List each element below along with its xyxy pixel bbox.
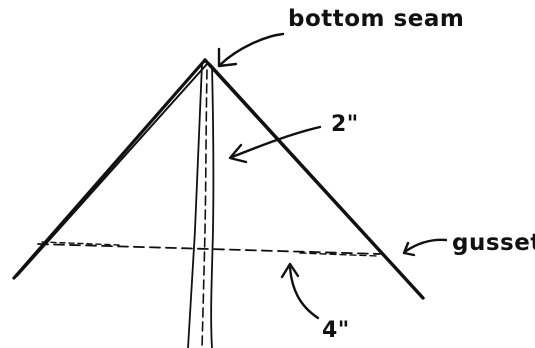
gusset-dashed-line-right-overlay — [299, 252, 379, 257]
seam-allowance-arrow-icon — [230, 125, 322, 159]
seam-strip-left-edge — [187, 63, 203, 348]
bottom-seam-arrow-icon — [219, 32, 285, 66]
bottom-seam-arrowhead — [217, 47, 238, 68]
seam-stitch-line — [201, 69, 208, 348]
gusset-width-arrow-icon — [288, 266, 320, 320]
gusset-dashed-line-left-overlay — [41, 241, 121, 246]
triangle-right-edge-overstroke — [209, 63, 421, 295]
triangle-corner — [12, 58, 425, 300]
gusset-arrowhead — [402, 241, 416, 257]
gusset-dashed-line — [37, 243, 381, 255]
seam-strip-right-edge — [210, 65, 215, 348]
gusset-width-arrowhead — [280, 262, 300, 279]
gusset-width-label: 4" — [322, 318, 350, 343]
gusset-label: gusset — [452, 230, 535, 256]
bottom-seam-strip — [187, 63, 215, 348]
pointer-arrows — [217, 32, 448, 320]
seam-allowance-arrowhead — [228, 143, 248, 164]
gusset-arrow-icon — [404, 238, 448, 253]
gusset-stitch-line — [37, 241, 381, 257]
triangle-left-edge-overstroke — [16, 63, 208, 277]
bottom-seam-label: bottom seam — [288, 6, 465, 32]
seam-allowance-label: 2" — [331, 112, 359, 137]
